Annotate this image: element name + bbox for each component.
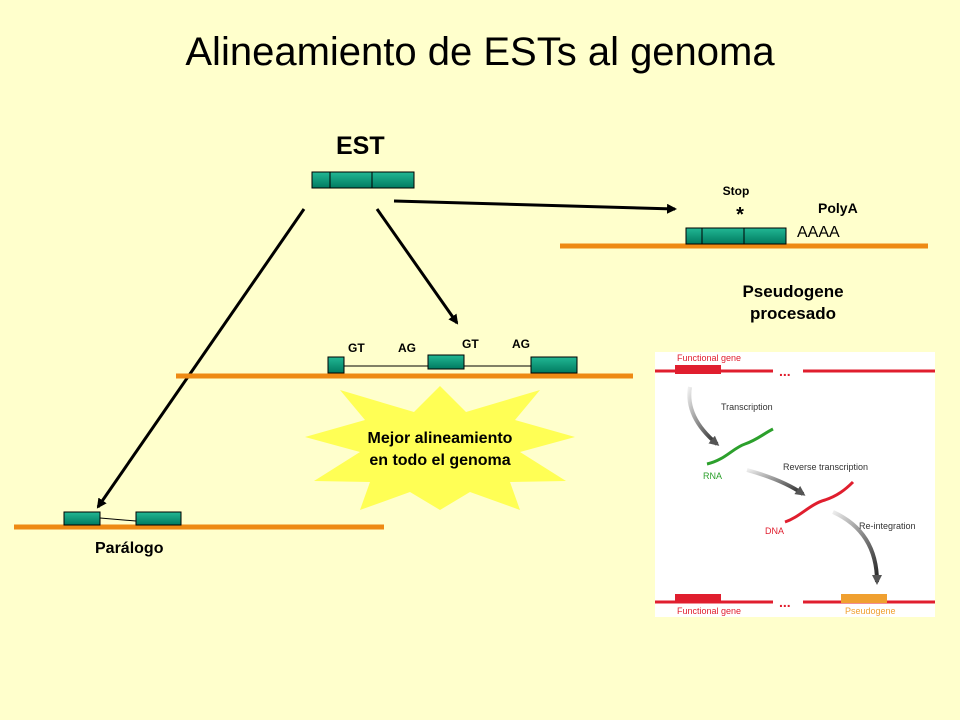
inset-pseudogene-label: Pseudogene (845, 606, 896, 616)
best-alignment-burst (305, 386, 575, 510)
inset-pseudogene-box (841, 594, 887, 603)
inset-top-dots: ... (779, 363, 791, 379)
retrotransposition-svg: ... ... Functional gene Transcription RN… (655, 353, 935, 616)
est-label: EST (336, 132, 385, 160)
arrow-to-paralog (96, 208, 306, 509)
paralog-exon-1 (63, 511, 101, 526)
inset-transcription-label: Transcription (721, 402, 773, 412)
splice-site-gt-2: GT (462, 337, 479, 351)
inset-dna-strand (784, 480, 855, 524)
paralog-intron-line (99, 517, 137, 522)
paralog-label: Parálogo (95, 540, 164, 557)
inset-transcription-arrow (687, 386, 720, 446)
inset-rna-label: RNA (703, 471, 722, 481)
stop-label: Stop (722, 184, 750, 198)
inset-reverse-transcription-arrow (746, 468, 806, 496)
inset-dna-label: DNA (765, 526, 784, 536)
inset-rna-strand (706, 427, 774, 466)
retrotransposition-figure: ... ... Functional gene Transcription RN… (655, 352, 935, 617)
pseudogene-caption-line2: procesado (750, 304, 836, 323)
inset-reintegration-arrow (832, 510, 882, 585)
inset-functional-gene-bottom-label: Functional gene (677, 606, 741, 616)
burst-text-line1: Mejor alineamiento (367, 430, 513, 447)
polya-label: PolyA (818, 200, 858, 216)
burst-text-line2: en todo el genoma (369, 452, 511, 469)
slide-title: Alineamiento de ESTs al genoma (185, 30, 775, 74)
inset-top-gene-box (675, 365, 721, 374)
splice-site-ag-1: AG (398, 341, 416, 355)
stop-codon-marker: * (736, 204, 744, 226)
inset-reintegration-label: Re-integration (859, 521, 916, 531)
splice-site-ag-2: AG (512, 337, 530, 351)
polya-sequence: AAAA (797, 224, 840, 241)
arrow-to-pseudogene (393, 199, 677, 214)
exon-3 (530, 356, 578, 374)
exon-1 (327, 356, 345, 374)
splice-site-gt-1: GT (348, 341, 365, 355)
inset-reverse-transcription-label: Reverse transcription (783, 462, 868, 472)
inset-bottom-dots: ... (779, 594, 791, 610)
pseudogene-caption-line1: Pseudogene (742, 282, 844, 301)
arrow-to-best-alignment (375, 208, 459, 325)
inset-bottom-gene-box (675, 594, 721, 603)
pseudogene-exon-block (685, 227, 787, 245)
exon-2 (427, 354, 465, 370)
est-block (311, 171, 415, 189)
inset-functional-gene-top-label: Functional gene (677, 353, 741, 363)
paralog-exon-2 (135, 511, 182, 526)
